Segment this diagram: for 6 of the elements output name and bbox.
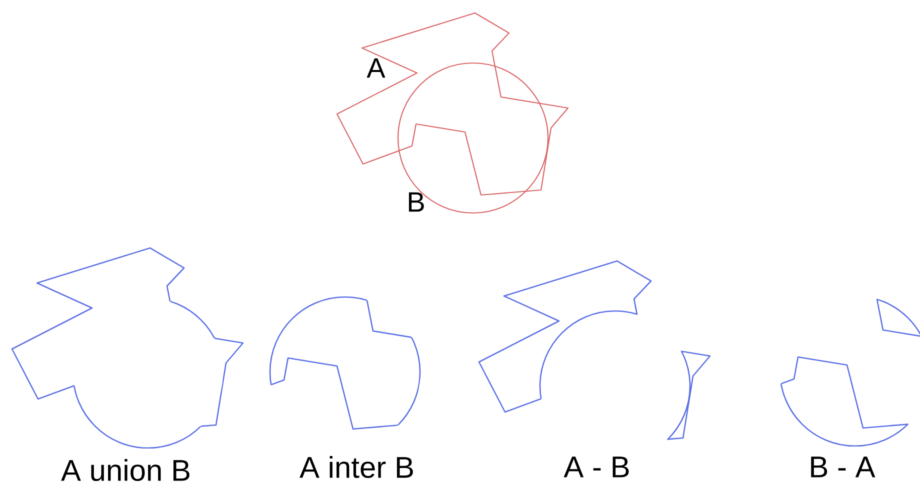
shape-label: B (408, 192, 424, 212)
operation-label: A inter B (300, 456, 413, 478)
shape-label: A (366, 58, 386, 78)
operation-label: A - B (564, 456, 629, 478)
operation-label: B - A (811, 456, 876, 478)
operation-label: A union B (61, 458, 190, 481)
